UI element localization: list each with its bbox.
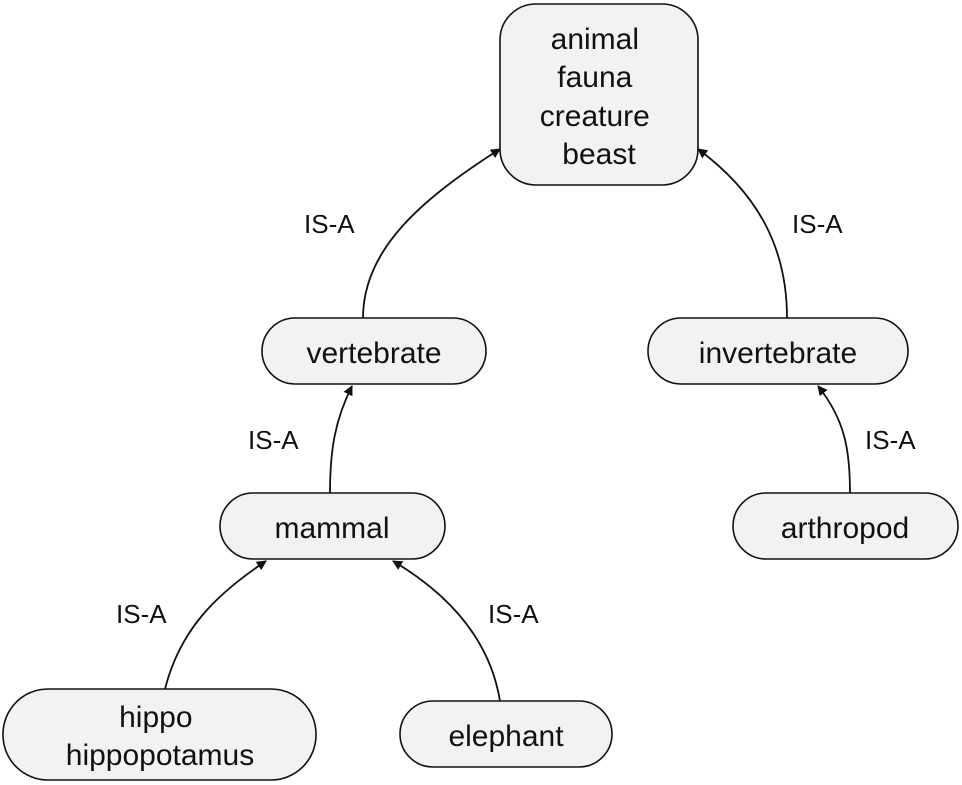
- edge-hippo-to-mammal: [164, 560, 267, 690]
- edge-elephant-to-mammal: [392, 560, 501, 702]
- node-vertebrate: vertebrate: [261, 317, 487, 385]
- node-vertebrate-label: vertebrate: [306, 337, 441, 370]
- edge-arthropod-to-invertebrate: [817, 385, 851, 494]
- node-invertebrate: invertebrate: [647, 317, 909, 385]
- node-animal-line-3: creature: [540, 100, 650, 133]
- node-arthropod-label: arthropod: [781, 512, 909, 545]
- node-animal-line-4: beast: [562, 138, 636, 171]
- edge-vertebrate-to-animal: [362, 148, 501, 319]
- node-mammal-label: mammal: [274, 512, 389, 545]
- node-arthropod: arthropod: [732, 492, 959, 560]
- node-elephant-label: elephant: [448, 720, 564, 753]
- node-invertebrate-label: invertebrate: [699, 337, 857, 370]
- edge-mammal-to-vertebrate: [329, 385, 353, 494]
- edge-label-arthropod-invertebrate: IS-A: [865, 425, 916, 455]
- node-animal-line-2: fauna: [557, 61, 632, 94]
- node-mammal: mammal: [219, 492, 446, 560]
- svg-text:animal fauna creat: animal fauna creature beast: [540, 23, 658, 171]
- node-animal: animal fauna creature beast: [499, 3, 699, 186]
- edge-label-invertebrate-animal: IS-A: [792, 209, 843, 239]
- node-hippo-line-2: hippopotamus: [66, 739, 254, 772]
- svg-text:hippo hippopotamus: hippo hippopotamus: [66, 701, 254, 772]
- node-animal-line-1: animal: [551, 23, 639, 56]
- node-hippo-line-1: hippo: [119, 701, 192, 734]
- edge-label-mammal-vertebrate: IS-A: [248, 425, 299, 455]
- edge-label-vertebrate-animal: IS-A: [304, 209, 355, 239]
- edge-invertebrate-to-animal: [697, 148, 788, 319]
- node-hippo: hippo hippopotamus: [2, 688, 317, 781]
- edge-label-hippo-mammal: IS-A: [116, 599, 167, 629]
- edge-label-elephant-mammal: IS-A: [488, 599, 539, 629]
- node-elephant: elephant: [399, 700, 613, 768]
